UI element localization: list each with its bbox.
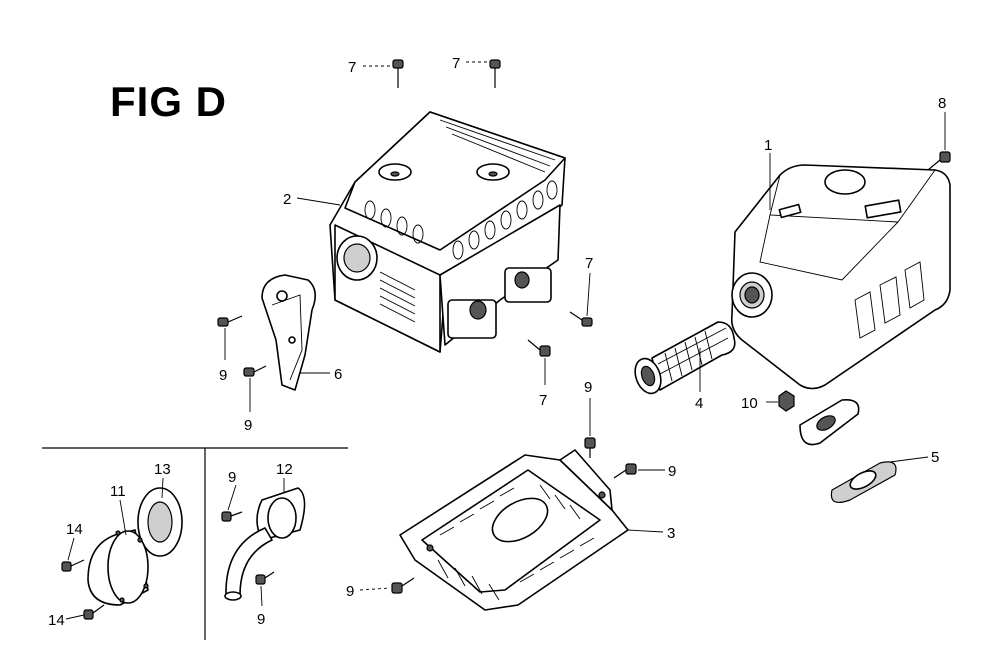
muffler-cover-part [329, 111, 566, 353]
callout-9a: 9 [219, 367, 227, 384]
tail-pipe-part [224, 487, 306, 601]
callout-10: 10 [741, 395, 758, 412]
callout-14b: 14 [48, 612, 65, 629]
callout-9g: 9 [257, 611, 265, 628]
callout-1: 1 [764, 137, 772, 154]
end-cap-part [87, 487, 183, 606]
callout-12: 12 [276, 461, 293, 478]
callout-14a: 14 [66, 521, 83, 538]
callout-5: 5 [931, 449, 939, 466]
callout-7d: 7 [539, 392, 547, 409]
nut-part [778, 390, 795, 412]
callout-9b: 9 [244, 417, 252, 434]
spark-arrester-part [634, 321, 736, 395]
callout-3: 3 [667, 525, 675, 542]
callout-9c: 9 [584, 379, 592, 396]
callout-9d: 9 [668, 463, 676, 480]
callout-2: 2 [283, 191, 291, 208]
callout-7a: 7 [348, 59, 356, 76]
fasteners [61, 59, 951, 620]
leader-lines [65, 61, 946, 620]
protector-tray-part [399, 449, 629, 611]
heat-shield-part [261, 274, 316, 391]
callout-7b: 7 [452, 55, 460, 72]
callout-6: 6 [334, 366, 342, 383]
callout-numbers: 7 7 8 1 2 7 7 9 9 6 4 10 5 9 9 3 9 11 13… [48, 55, 946, 629]
figure-title: FIG D [110, 78, 227, 125]
callout-13: 13 [154, 461, 171, 478]
callout-9f: 9 [228, 469, 236, 486]
callout-7c: 7 [585, 255, 593, 272]
callout-9e: 9 [346, 583, 354, 600]
muffler-body-part [730, 164, 951, 446]
gasket-part [830, 461, 897, 503]
callout-11: 11 [110, 483, 126, 500]
callout-4: 4 [695, 395, 703, 412]
callout-8: 8 [938, 95, 946, 112]
inset-frame [42, 447, 348, 640]
